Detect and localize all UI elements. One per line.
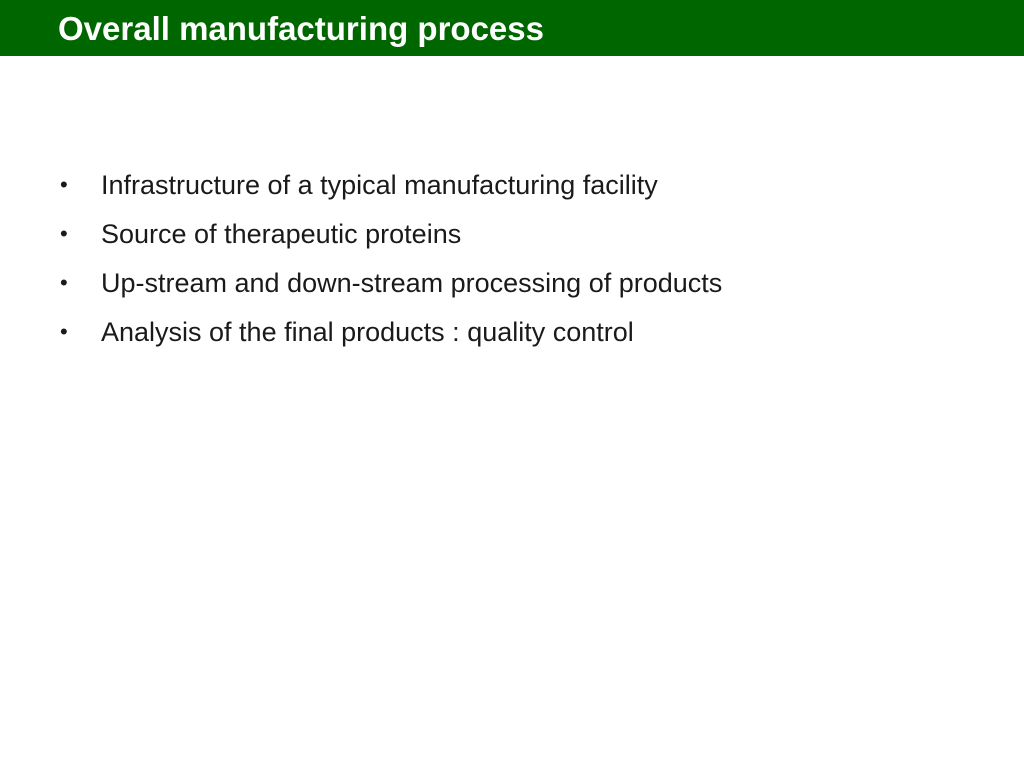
bullet-list: • Infrastructure of a typical manufactur…	[56, 162, 956, 358]
bullet-text: Analysis of the final products : quality…	[101, 317, 634, 347]
bullet-item: • Up-stream and down-stream processing o…	[56, 260, 956, 309]
slide-title: Overall manufacturing process	[58, 10, 544, 47]
bullet-icon: •	[60, 270, 68, 295]
bullet-item: • Source of therapeutic proteins	[56, 211, 956, 260]
bullet-text: Source of therapeutic proteins	[101, 219, 462, 249]
bullet-text: Up-stream and down-stream processing of …	[101, 268, 723, 298]
bullet-text: Infrastructure of a typical manufacturin…	[101, 170, 658, 200]
bullet-icon: •	[60, 172, 68, 197]
bullet-icon: •	[60, 319, 68, 344]
bullet-item: • Infrastructure of a typical manufactur…	[56, 162, 956, 211]
bullet-icon: •	[60, 221, 68, 246]
title-bar: Overall manufacturing process	[0, 0, 1024, 56]
bullet-item: • Analysis of the final products : quali…	[56, 309, 956, 358]
